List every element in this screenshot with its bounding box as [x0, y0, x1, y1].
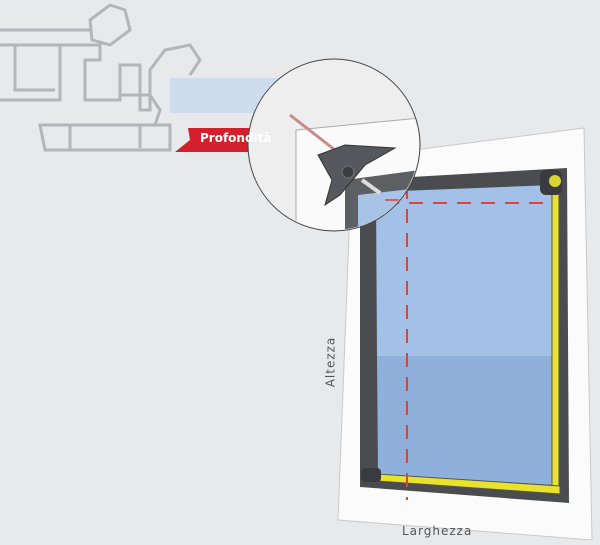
glass-lower — [377, 356, 553, 485]
bottom-bracket — [361, 468, 381, 482]
glass-upper — [376, 185, 553, 356]
side-guide-rail — [551, 189, 560, 491]
width-label: Larghezza — [402, 524, 473, 538]
magnified-detail — [247, 58, 421, 232]
roller-end-cap — [549, 175, 561, 187]
window-profile-section — [0, 3, 202, 152]
depth-label: Profondità — [200, 131, 272, 145]
height-label: Altezza — [323, 336, 338, 388]
